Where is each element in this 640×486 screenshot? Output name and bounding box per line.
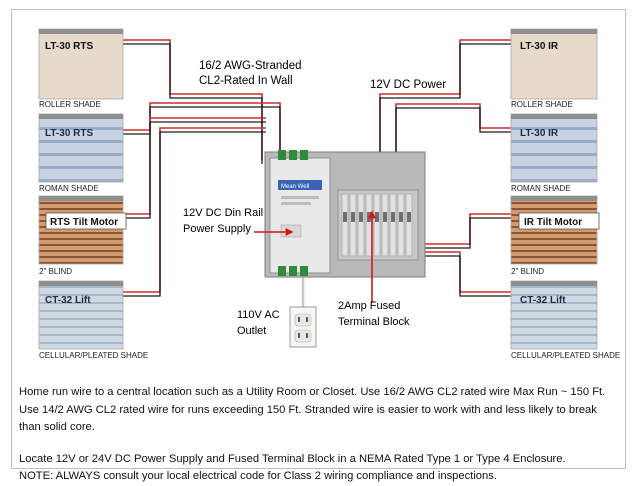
wire-spec-label-line1: 16/2 AWG-Stranded (199, 60, 302, 72)
caption: Home run wire to a central location such… (19, 384, 619, 486)
outlet-label-line1: 110V AC (237, 309, 280, 321)
headrail (511, 114, 597, 119)
dc-power-label: 12V DC Power (370, 79, 446, 91)
fuse-holder (359, 212, 363, 222)
terminal-slot (405, 193, 413, 257)
headrail (39, 281, 123, 286)
terminal-slot (397, 193, 405, 257)
fuse-holder (351, 212, 355, 222)
wire-runs (123, 39, 511, 307)
shade-title: LT-30 IR (520, 41, 559, 52)
wire-red (123, 102, 281, 150)
shade-title: CT-32 Lift (520, 295, 566, 306)
wire-black (420, 255, 511, 297)
shade-title: IR Tilt Motor (524, 217, 582, 228)
shade-type-label: ROLLER SHADE (511, 100, 573, 109)
headrail (511, 281, 597, 286)
caption-enclosure: Locate 12V or 24V DC Power Supply and Fu… (19, 452, 566, 465)
power-supply: Mean Well (269, 150, 331, 276)
terminal-slot (357, 193, 365, 257)
wire-black (123, 106, 281, 150)
terminal-slot (381, 193, 389, 257)
shade-title: RTS Tilt Motor (50, 217, 118, 228)
caption-home-run: Home run wire to a central location such… (19, 386, 606, 433)
terminal-slot (389, 193, 397, 257)
wiring-diagram: LT-30 RTS ROLLER SHADE LT-30 RTS ROMAN SHAD… (38, 28, 620, 360)
terminal-slot (373, 193, 381, 257)
shade-panel (510, 113, 598, 183)
terminal-slot (341, 193, 349, 257)
right-shades: LT-30 IR ROLLER SHADE LT-30 IR ROMAN SHADE I… (510, 28, 620, 360)
right-shade-roller: LT-30 IR ROLLER SHADE (510, 28, 598, 109)
headrail (39, 196, 123, 201)
fuse-holder (375, 212, 379, 222)
shade-panel (38, 113, 124, 183)
wire-black (420, 217, 511, 249)
fuse-holder (407, 212, 411, 222)
headrail (39, 114, 123, 119)
shade-panel (38, 195, 124, 265)
ac-outlet (289, 306, 317, 348)
terminal-slot (365, 193, 373, 257)
left-shade-roman: LT-30 RTS ROMAN SHADE (38, 113, 124, 193)
wire-black (123, 43, 263, 164)
psu-brand-label: Mean Well (281, 184, 309, 190)
terminal-label-line2: Terminal Block (338, 316, 410, 328)
shade-panel (38, 280, 124, 350)
shade-type-label: ROMAN SHADE (39, 184, 99, 193)
fuse-holder (367, 212, 371, 222)
shade-type-label: 2" BLIND (39, 267, 72, 276)
shade-panel (510, 280, 598, 350)
fuse-holder (383, 212, 387, 222)
shade-type-label: CELLULAR/PLEATED SHADE (511, 351, 620, 360)
terminal-label-line1: 2Amp Fused (338, 300, 400, 312)
motor-label-box (518, 212, 600, 230)
shade-title: LT-30 RTS (45, 128, 93, 139)
terminal-block (337, 189, 419, 261)
headrail (511, 196, 597, 201)
right-shade-roman: LT-30 IR ROMAN SHADE (510, 113, 598, 193)
left-shade-blind: RTS Tilt Motor 2" BLIND (38, 195, 127, 276)
headrail (39, 29, 123, 34)
shade-type-label: ROLLER SHADE (39, 100, 101, 109)
shade-panel (510, 28, 598, 100)
outlet-label-line2: Outlet (237, 325, 266, 337)
fuse-holder (391, 212, 395, 222)
wire-black (379, 43, 511, 190)
fuse-holder (399, 212, 403, 222)
diagram-frame (11, 9, 626, 469)
headrail (511, 29, 597, 34)
shade-title: LT-30 RTS (45, 41, 93, 52)
left-shade-roller: LT-30 RTS ROLLER SHADE (38, 28, 124, 109)
shade-title: LT-30 IR (520, 128, 559, 139)
right-shade-blind: IR Tilt Motor 2" BLIND (510, 195, 600, 276)
shade-type-label: CELLULAR/PLEATED SHADE (39, 351, 148, 360)
shade-panel (510, 195, 598, 265)
shade-type-label: ROMAN SHADE (511, 184, 571, 193)
psu-label-line1: 12V DC Din Rail (183, 207, 263, 219)
left-shades: LT-30 RTS ROLLER SHADE LT-30 RTS ROMAN SHAD… (38, 28, 148, 360)
psu-label-line2: Power Supply (183, 223, 251, 235)
shade-title: CT-32 Lift (45, 295, 91, 306)
shade-type-label: 2" BLIND (511, 267, 544, 276)
caption-note: NOTE: ALWAYS consult your local electric… (19, 470, 497, 482)
wire-red (123, 39, 263, 160)
fuse-holder (343, 212, 347, 222)
terminal-slot (349, 193, 357, 257)
wire-black (123, 121, 266, 219)
wire-spec-label-line2: CL2-Rated In Wall (199, 75, 293, 87)
motor-label-box (45, 212, 127, 230)
wire-black (395, 107, 511, 190)
wire-black (123, 131, 266, 297)
wire-red (420, 251, 511, 293)
shade-panel (38, 28, 124, 100)
